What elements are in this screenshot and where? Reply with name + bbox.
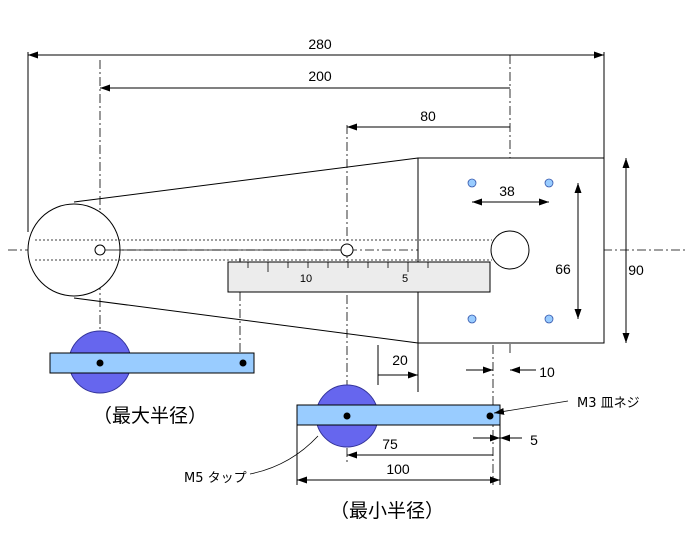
mounting-hole-top-left	[467, 178, 477, 188]
dimension-label-280: 280	[308, 36, 332, 52]
scale-ticks	[247, 262, 429, 272]
dimension-label-75: 75	[382, 436, 398, 452]
scale-label-5: 5	[402, 273, 408, 285]
caption-min-radius: （最小半径）	[330, 500, 444, 522]
dimension-label-80: 80	[420, 108, 436, 124]
max-radius-pivot-hole	[96, 359, 104, 367]
arm-top-edge	[73, 157, 419, 203]
slider-slot	[35, 239, 492, 261]
leader-m5	[249, 435, 319, 475]
max-radius-bar	[49, 352, 255, 374]
scale-label-10: 10	[300, 273, 312, 285]
min-radius-assembly	[296, 384, 501, 448]
mounting-hole-bottom-left	[467, 314, 477, 324]
hub-circle	[490, 230, 530, 270]
max-radius-assembly	[49, 330, 255, 394]
mounting-hole-bottom-right	[544, 314, 554, 324]
arm-bottom-edge	[73, 297, 419, 344]
note-m3-countersunk-screw: M3 皿ネジ	[577, 396, 640, 411]
note-m5-tap: M5 タップ	[184, 471, 247, 486]
dimension-label-10: 10	[539, 364, 555, 380]
slot-mid-hole	[340, 243, 354, 257]
mounting-hole-top-right	[544, 178, 554, 188]
dimension-label-100: 100	[386, 461, 410, 477]
scale-plate	[227, 261, 491, 293]
dimension-label-66: 66	[555, 261, 571, 277]
max-radius-end-hole	[239, 359, 247, 367]
dimension-label-20: 20	[392, 352, 408, 368]
min-radius-pivot-hole	[343, 412, 351, 420]
dimension-label-38: 38	[499, 183, 515, 199]
mounting-holes	[467, 178, 554, 324]
leader-m3	[493, 400, 569, 415]
min-radius-screw-hole	[486, 412, 494, 420]
dimension-label-5: 5	[530, 432, 538, 448]
caption-max-radius: （最大半径）	[93, 405, 207, 427]
min-radius-bar	[296, 404, 501, 426]
dimension-label-200: 200	[308, 68, 332, 84]
slot-left-hole	[94, 244, 106, 256]
dimension-label-90: 90	[628, 262, 644, 278]
